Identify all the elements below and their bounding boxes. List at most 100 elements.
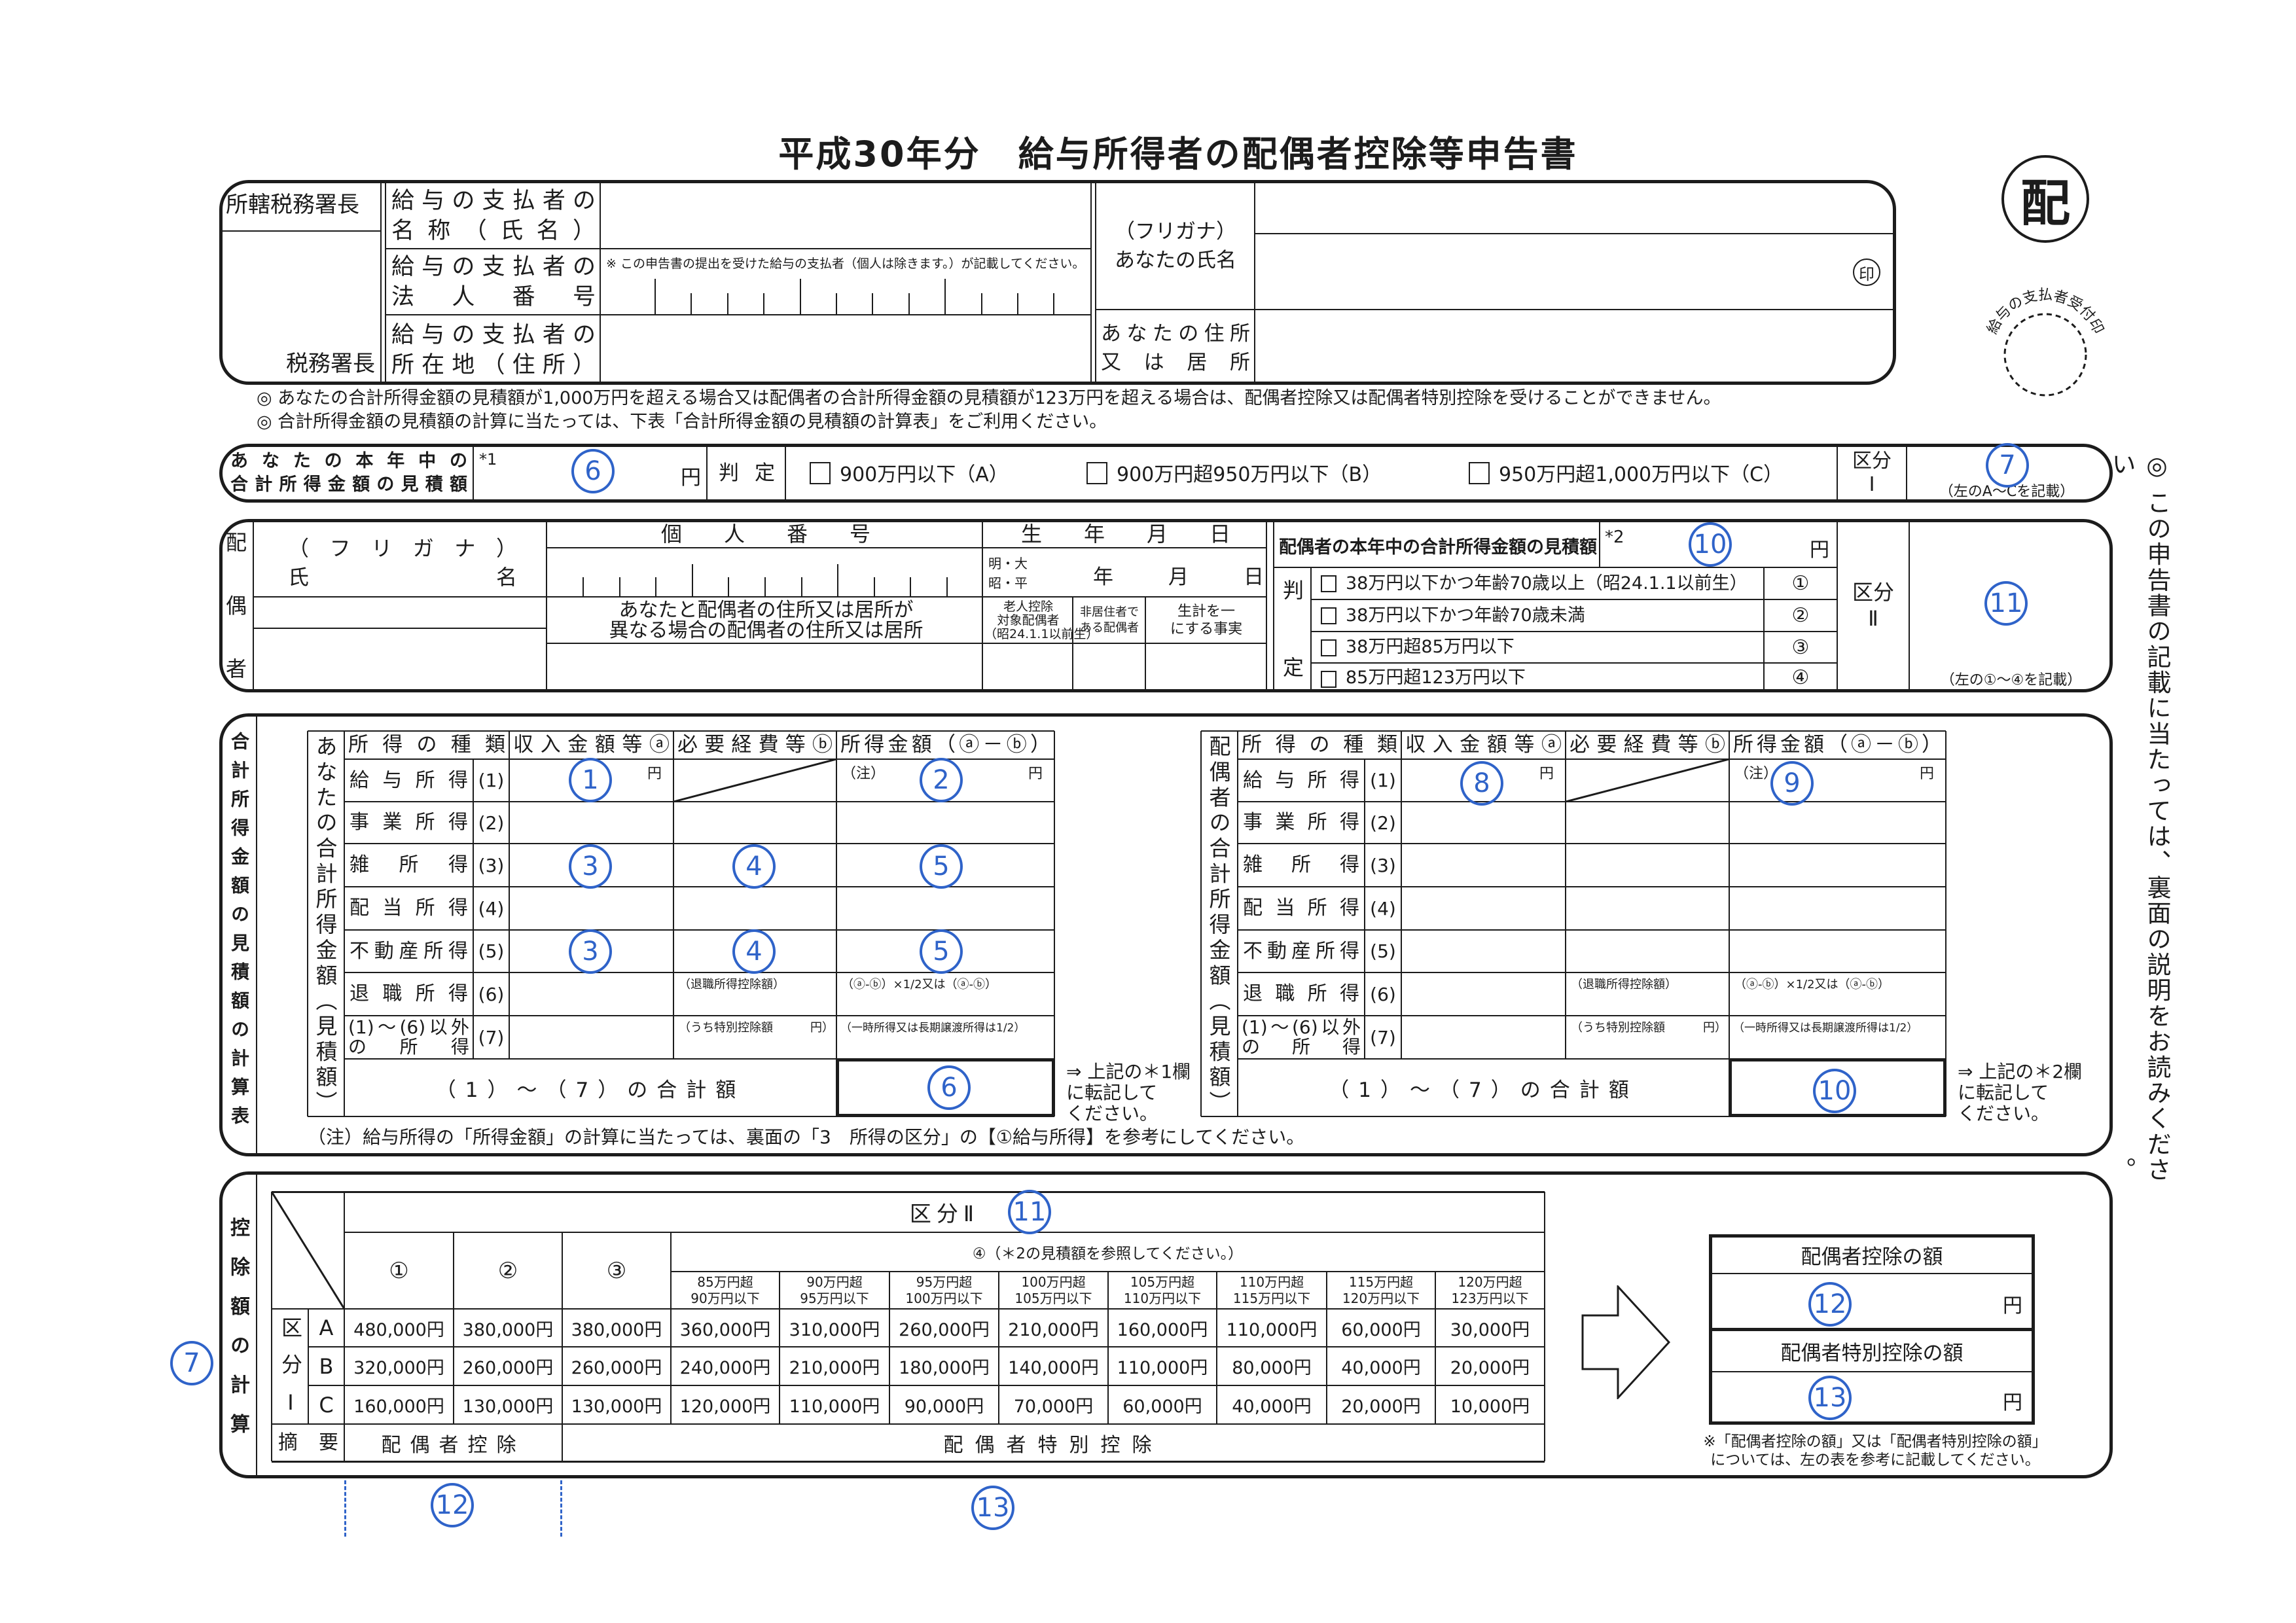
your-furigana-field[interactable]	[1257, 182, 1895, 233]
rule-line	[982, 519, 983, 692]
yen-unit: 円	[1028, 766, 1043, 782]
your-name-field[interactable]	[1257, 236, 1895, 309]
rule-line	[272, 1308, 1545, 1310]
spouse-expense-field[interactable]	[1567, 888, 1728, 929]
special-deduction-amount-field[interactable]	[1712, 1373, 2032, 1423]
income-range-line: 115万円以下	[1232, 1291, 1311, 1306]
your-revenue-field[interactable]	[511, 1017, 672, 1058]
spouse-revenue-field[interactable]	[1403, 974, 1564, 1014]
temporary-income-note: （一時所得又は長期譲渡所得は1/2）	[840, 1022, 1026, 1034]
your-revenue-field[interactable]	[511, 974, 672, 1014]
income-bracket-checkbox[interactable]	[1469, 462, 1490, 484]
income-bracket-checkbox[interactable]	[810, 462, 831, 484]
tax-office-field[interactable]	[226, 234, 378, 338]
spouse-deduction-amount-field[interactable]	[1712, 1275, 2032, 1329]
your-expense-field[interactable]	[675, 803, 835, 842]
elderly-spouse-field[interactable]	[984, 645, 1072, 691]
your-revenue-field[interactable]	[511, 803, 672, 842]
your-revenue-field[interactable]	[511, 888, 672, 929]
rule-line	[1763, 567, 1765, 692]
deduction-amount: 320,000円	[353, 1358, 444, 1378]
label-line: 区分	[1852, 580, 1894, 605]
deduction-amount: 380,000円	[462, 1319, 554, 1340]
spouse-expense-field[interactable]	[1567, 803, 1728, 842]
retirement-income-note: （ⓐ-ⓑ）×1/2又は（ⓐ-ⓑ）	[842, 978, 997, 991]
rule-line	[1017, 293, 1018, 315]
income-type-label: 退職所得	[350, 982, 468, 1005]
label-line: （フリガナ）	[288, 536, 517, 561]
income-row-number: (3)	[1370, 854, 1396, 876]
note-mark: （注）	[842, 766, 886, 782]
spouse-expense-field[interactable]	[1567, 931, 1728, 971]
spouse-revenue-field[interactable]	[1403, 845, 1564, 885]
spouse-bracket-option-label: 38万円以下かつ年齢70歳未満	[1346, 605, 1585, 626]
income-range-line: 100万円以下	[905, 1291, 983, 1306]
income-row-number: (3)	[478, 854, 505, 876]
rule-line	[836, 293, 837, 315]
spouse-bracket-checkbox[interactable]	[1321, 671, 1336, 688]
deduction-amount: 240,000円	[679, 1358, 771, 1378]
spouse-revenue-field[interactable]	[1403, 1017, 1564, 1058]
your-income-total-field[interactable]	[836, 1059, 1054, 1116]
spouse-revenue-field[interactable]	[1403, 888, 1564, 929]
your-income-field[interactable]	[838, 888, 1053, 929]
payer-name-field[interactable]	[602, 182, 1090, 247]
spouse-income-field[interactable]	[1731, 803, 1945, 842]
spouse-revenue-field[interactable]	[1403, 803, 1564, 842]
summary-label: 摘要	[278, 1431, 338, 1454]
spouse-bracket-checkbox[interactable]	[1321, 607, 1336, 624]
spouse-name-field-2[interactable]	[255, 598, 545, 627]
right-arrow-icon	[1581, 1284, 1671, 1400]
note-line: ◎ 合計所得金額の見積額の計算に当たっては、下表「合計所得金額の見積額の計算表」…	[257, 412, 1107, 432]
your-expense-field[interactable]	[675, 888, 835, 929]
spouse-income-field[interactable]	[1731, 845, 1945, 885]
income-bracket-option-label: 900万円超950万円以下（B）	[1117, 463, 1382, 486]
income-bracket-checkbox[interactable]	[1086, 462, 1107, 484]
rule-line	[910, 577, 912, 597]
your-address-field[interactable]	[1257, 312, 1895, 383]
income-row-number: (7)	[1370, 1026, 1396, 1048]
spouse-income-total-field[interactable]	[1729, 1059, 1946, 1116]
spouse-income-field[interactable]	[1731, 931, 1945, 971]
spouse-bracket-checkbox[interactable]	[1321, 575, 1336, 592]
same-livelihood-field[interactable]	[1147, 645, 1266, 691]
spouse-address-field[interactable]	[548, 645, 980, 691]
rule-line	[728, 577, 730, 597]
rule-line	[547, 643, 1266, 644]
label-line: ください。	[1066, 1103, 1158, 1124]
your-income-field[interactable]	[838, 803, 1053, 842]
nonresident-spouse-field[interactable]	[1074, 645, 1145, 691]
birthdate-unit: 月	[1168, 565, 1189, 589]
label-line: 合計所得金額の見積額	[230, 474, 467, 495]
deduction-amount: 90,000円	[904, 1397, 984, 1417]
payer-address-field[interactable]	[602, 317, 1090, 383]
handwritten-circled-number: 8	[1460, 761, 1503, 806]
footnote-mark: *2	[1605, 527, 1624, 547]
spouse-revenue-field[interactable]	[1403, 931, 1564, 971]
form-cell: （フリガナ）あなたの氏名	[1100, 185, 1251, 308]
deduction-amount: 360,000円	[679, 1319, 771, 1340]
deduction-amount: 110,000円	[1226, 1319, 1318, 1340]
payer-number-note: ※ この申告書の提出を受けた給与の支払者（個人は除きます。）が記載してください。	[606, 257, 1085, 271]
spouse-bracket-checkbox[interactable]	[1321, 639, 1336, 656]
handwritten-circled-number: 5	[920, 844, 963, 889]
handwritten-circled-number: 7	[1986, 443, 2029, 488]
form-cell: 生計を一にする事実	[1147, 599, 1266, 642]
handwritten-circled-number: 4	[732, 929, 776, 974]
rule-line	[1906, 444, 1907, 503]
rule-line	[944, 279, 946, 315]
handwritten-circled-number: 7	[170, 1341, 213, 1385]
income-range-line: 115万円超	[1348, 1274, 1414, 1290]
spouse-bracket-number: ④	[1791, 666, 1810, 689]
handwritten-circled-number: 13	[1808, 1376, 1852, 1420]
spouse-income-field[interactable]	[1731, 888, 1945, 929]
deduction-amount: 10,000円	[1450, 1397, 1530, 1417]
spouse-expense-field[interactable]	[1567, 845, 1728, 885]
income-range-line: 123万円以下	[1451, 1291, 1529, 1306]
spouse-name-field-3[interactable]	[255, 630, 545, 691]
rule-line	[1709, 1273, 2035, 1274]
rule-line	[1709, 1327, 2035, 1331]
